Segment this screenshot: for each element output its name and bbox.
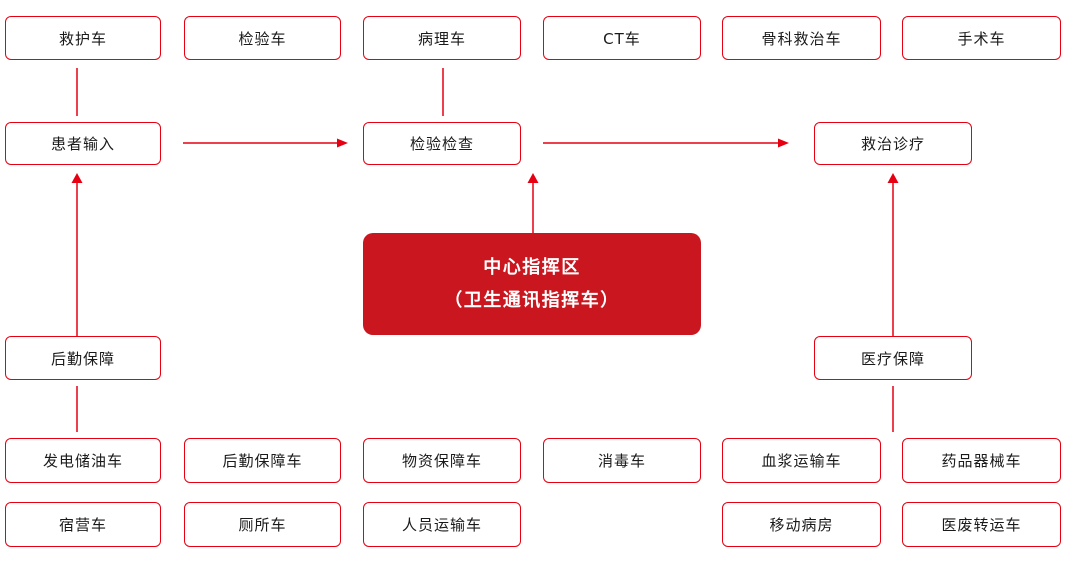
arrowhead-icon xyxy=(887,173,899,183)
node-medical-support: 医疗保障 xyxy=(814,336,972,380)
node-orthopedic-vehicle: 骨科救治车 xyxy=(722,16,881,60)
command-center-subtitle: （卫生通讯指挥车） xyxy=(444,290,620,311)
node-surgery-vehicle: 手术车 xyxy=(902,16,1061,60)
node-disinfection-vehicle: 消毒车 xyxy=(543,438,701,483)
connector-inspection-to-treatment xyxy=(543,138,789,148)
node-pathology-vehicle: 病理车 xyxy=(363,16,521,60)
node-medicine-vehicle: 药品器械车 xyxy=(902,438,1061,483)
connector-medical-to-treatment xyxy=(887,173,899,336)
node-command-center: 中心指挥区 （卫生通讯指挥车） xyxy=(363,233,701,335)
node-toilet-vehicle: 厕所车 xyxy=(184,502,341,547)
arrowhead-icon xyxy=(337,138,348,148)
node-inspection: 检验检查 xyxy=(363,122,521,165)
node-personnel-vehicle: 人员运输车 xyxy=(363,502,521,547)
node-mobile-ward: 移动病房 xyxy=(722,502,881,547)
node-test-vehicle: 检验车 xyxy=(184,16,341,60)
node-supplies-vehicle: 物资保障车 xyxy=(363,438,521,483)
connector-command-center-to-inspection xyxy=(527,173,539,233)
node-treatment: 救治诊疗 xyxy=(814,122,972,165)
node-logistics-support: 后勤保障 xyxy=(5,336,161,380)
node-waste-vehicle: 医废转运车 xyxy=(902,502,1061,547)
arrowhead-icon xyxy=(778,138,789,148)
node-plasma-vehicle: 血浆运输车 xyxy=(722,438,881,483)
connector-patient-input-to-inspection xyxy=(183,138,348,148)
node-ct-vehicle: CT车 xyxy=(543,16,701,60)
command-center-title: 中心指挥区 xyxy=(483,257,581,278)
node-patient-input: 患者输入 xyxy=(5,122,161,165)
connector-logistics-to-patient-input xyxy=(71,173,83,336)
node-camp-vehicle: 宿营车 xyxy=(5,502,161,547)
node-ambulance: 救护车 xyxy=(5,16,161,60)
node-power-oil-vehicle: 发电储油车 xyxy=(5,438,161,483)
arrowhead-icon xyxy=(527,173,539,183)
arrowhead-icon xyxy=(71,173,83,183)
node-logistics-vehicle: 后勤保障车 xyxy=(184,438,341,483)
